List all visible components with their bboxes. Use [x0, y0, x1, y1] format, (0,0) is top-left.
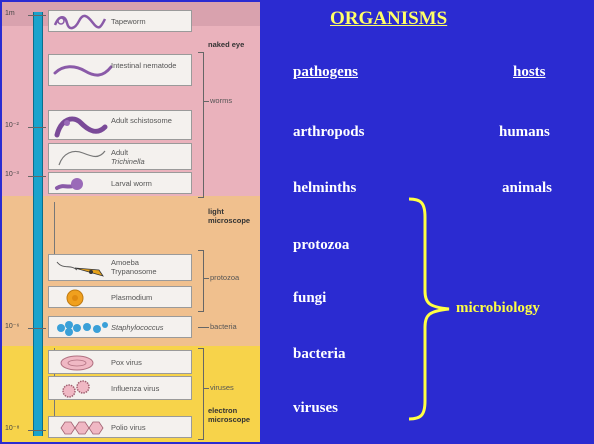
staphylococcus-illustration	[53, 319, 113, 337]
organism-pox-virus: Pox virus	[48, 350, 192, 374]
group-label-protozoa: protozoa	[210, 273, 239, 282]
scale-bar	[33, 12, 43, 436]
organism-label: Adult schistosome	[111, 116, 172, 125]
influenza-virus-illustration	[53, 380, 97, 398]
zone-label-light-microscope: light microscope	[208, 207, 260, 225]
organism-label: Pox virus	[111, 358, 142, 367]
scale-label-1m: 1m	[5, 10, 15, 17]
protozoa-bracket	[198, 250, 204, 312]
schistosome-illustration	[53, 113, 109, 139]
organism-label: Intestinal nematode	[111, 61, 176, 70]
scale-tick	[28, 15, 46, 16]
organism-label: Plasmodium	[111, 293, 152, 302]
scale-label-1e-6: 10⁻⁶	[5, 322, 19, 330]
pathogen-item: bacteria	[293, 346, 345, 363]
pathogen-item: fungi	[293, 290, 326, 307]
slide-title: ORGANISMS	[330, 8, 447, 30]
bracket-tick	[198, 327, 209, 328]
tapeworm-illustration	[53, 13, 107, 31]
zone-label-naked-eye: naked eye	[208, 40, 248, 49]
trypanosome-illustration	[53, 258, 109, 280]
organism-label: Influenza virus	[111, 384, 159, 393]
bracket-tick	[204, 388, 209, 389]
organism-adult-schistosome: Adult schistosome	[48, 110, 192, 140]
connector-line	[54, 202, 55, 262]
worms-bracket	[198, 52, 204, 198]
scale-label-1e-8: 10⁻⁸	[5, 424, 19, 432]
group-label-bacteria: bacteria	[210, 322, 237, 331]
size-scale-figure: 1m 10⁻² 10⁻³ 10⁻⁶ 10⁻⁸ Tapeworm Intestin…	[2, 2, 260, 442]
scale-label-1e-2: 10⁻²	[5, 121, 19, 129]
nematode-illustration	[53, 61, 113, 81]
bracket-tick	[204, 101, 209, 102]
pathogens-header: pathogens	[293, 64, 358, 81]
organism-polio-virus: Polio virus	[48, 416, 192, 438]
pathogen-item: helminths	[293, 180, 356, 197]
polio-virus-illustration	[53, 419, 105, 437]
organism-label: Staphylococcus	[111, 323, 164, 332]
organism-intestinal-nematode: Intestinal nematode	[48, 54, 192, 86]
group-label-viruses: viruses	[210, 383, 234, 392]
pathogen-item: protozoa	[293, 237, 349, 254]
group-label-worms: worms	[210, 96, 232, 105]
pathogen-item: viruses	[293, 400, 338, 417]
organism-label: Tapeworm	[111, 17, 146, 26]
organism-larval-worm: Larval worm	[48, 172, 192, 194]
pox-virus-illustration	[53, 354, 97, 372]
scale-tick	[28, 176, 46, 177]
organism-influenza-virus: Influenza virus	[48, 376, 192, 400]
trichinella-illustration	[53, 147, 109, 169]
scale-tick	[28, 328, 46, 329]
host-item: humans	[499, 124, 550, 141]
organism-label: Polio virus	[111, 423, 146, 432]
scale-tick	[28, 127, 46, 128]
organism-tapeworm: Tapeworm	[48, 10, 192, 32]
zone-label-electron-microscope: electron microscope	[208, 406, 260, 424]
larval-worm-illustration	[53, 174, 93, 194]
microbiology-label: microbiology	[456, 300, 540, 317]
scale-tick	[28, 430, 46, 431]
bracket-tick	[204, 278, 209, 279]
plasmodium-illustration	[53, 289, 93, 307]
organism-plasmodium: Plasmodium	[48, 286, 192, 308]
organism-staphylococcus: Staphylococcus	[48, 316, 192, 338]
pathogen-item: arthropods	[293, 124, 364, 141]
host-item: animals	[502, 180, 552, 197]
scale-label-1e-3: 10⁻³	[5, 170, 19, 178]
organism-label: Larval worm	[111, 179, 152, 188]
hosts-header: hosts	[513, 64, 546, 81]
viruses-bracket	[198, 348, 204, 440]
curly-brace	[405, 195, 461, 425]
